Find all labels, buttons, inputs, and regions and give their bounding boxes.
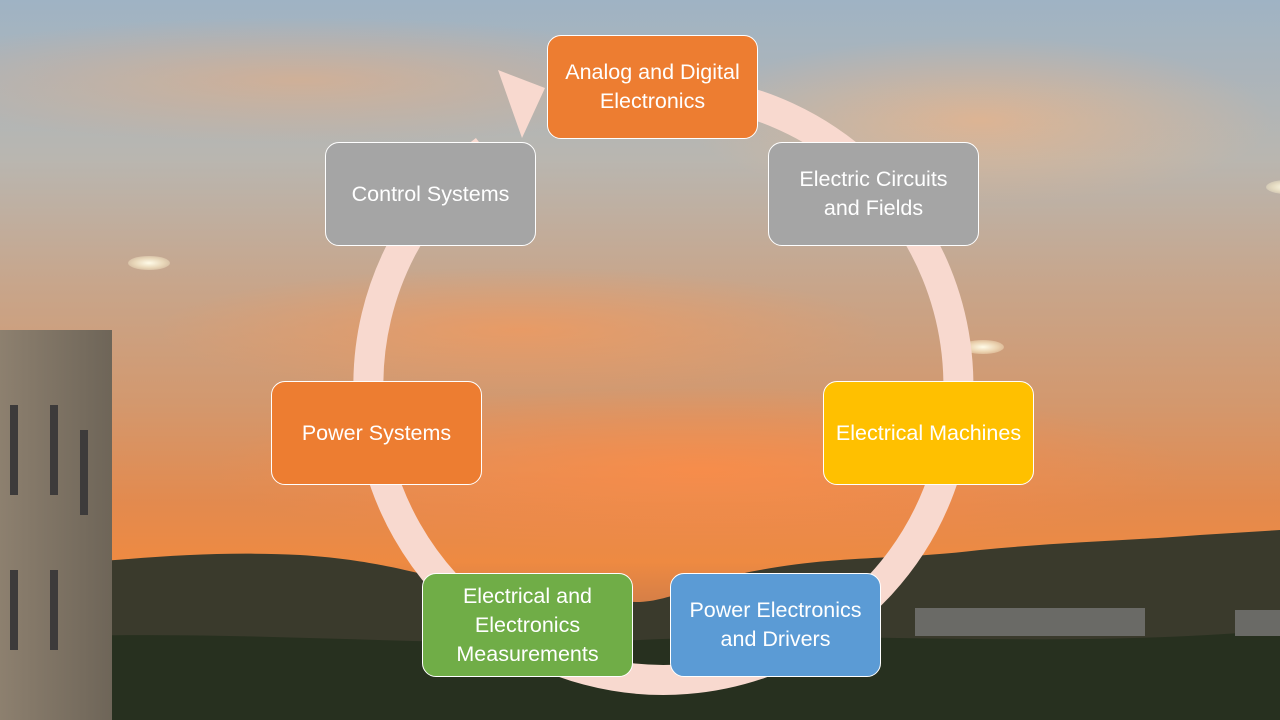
node-label: Electric Circuits and Fields — [799, 167, 948, 220]
node-label: Electrical Machines — [835, 420, 1022, 445]
node-electric-circuits-fields[interactable]: Electric Circuits and Fields — [768, 142, 979, 246]
node-label: Analog and Digital Electronics — [565, 60, 740, 113]
node-label: Control Systems — [351, 181, 510, 206]
node-power-electronics-drivers[interactable]: Power Electronics and Drivers — [670, 573, 881, 677]
light-glint — [962, 340, 1004, 354]
node-control-systems[interactable]: Control Systems — [325, 142, 536, 246]
light-glint — [128, 256, 170, 270]
building — [0, 330, 112, 720]
light-glint — [1266, 180, 1280, 194]
node-electrical-machines[interactable]: Electrical Machines — [823, 381, 1034, 485]
node-label: Power Systems — [301, 420, 452, 445]
node-label: Power Electronics and Drivers — [689, 598, 862, 651]
node-label: Electrical and Electronics Measurements — [456, 583, 599, 666]
hills-silhouette — [0, 530, 1280, 720]
node-measurements[interactable]: Electrical and Electronics Measurements — [422, 573, 633, 677]
node-power-systems[interactable]: Power Systems — [271, 381, 482, 485]
node-analog-digital-electronics[interactable]: Analog and Digital Electronics — [547, 35, 758, 139]
